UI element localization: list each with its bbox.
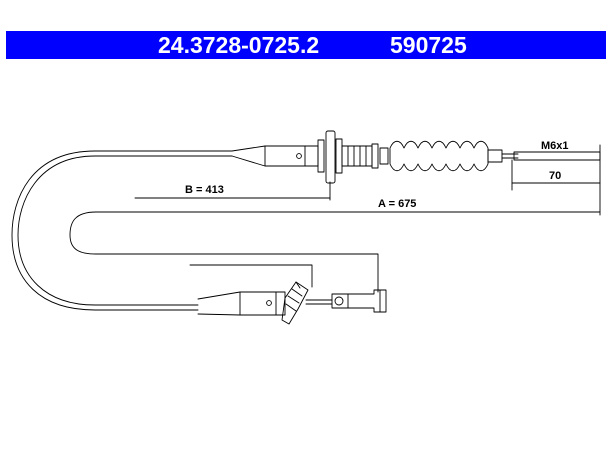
thread-label: M6x1: [541, 140, 569, 152]
threaded-adjuster: [341, 145, 373, 167]
cable-sheath-inner: [17, 155, 233, 306]
dim-b-label: B = 413: [185, 184, 224, 196]
grommet-flange-main: [325, 130, 336, 184]
dim-a-label: A = 675: [378, 198, 416, 210]
dim-line-lower: [189, 264, 313, 288]
reference-number: 590725: [390, 32, 467, 58]
clevis: [331, 289, 387, 313]
ferrule-marker-top: [296, 153, 302, 159]
grommet-flange-right: [335, 138, 343, 174]
lower-bracket: [281, 281, 309, 325]
ferrule-marker-bottom: [266, 300, 272, 306]
boot-end: [487, 149, 503, 163]
lower-ferrule: [197, 291, 286, 316]
grommet-flange-left: [317, 139, 325, 173]
part-number: 24.3728-0725.2: [158, 32, 320, 58]
dim-thread-length: 70: [549, 170, 561, 182]
cable-sheath-outer: [11, 150, 233, 311]
title-bar: 24.3728-0725.2 590725: [6, 31, 606, 59]
threaded-end: [513, 151, 601, 161]
bellows-boot: [389, 140, 489, 172]
clevis-pin: [334, 296, 344, 306]
adjuster-collar: [379, 147, 389, 165]
lock-nut: [371, 143, 379, 169]
dim-line-a: [69, 211, 601, 293]
